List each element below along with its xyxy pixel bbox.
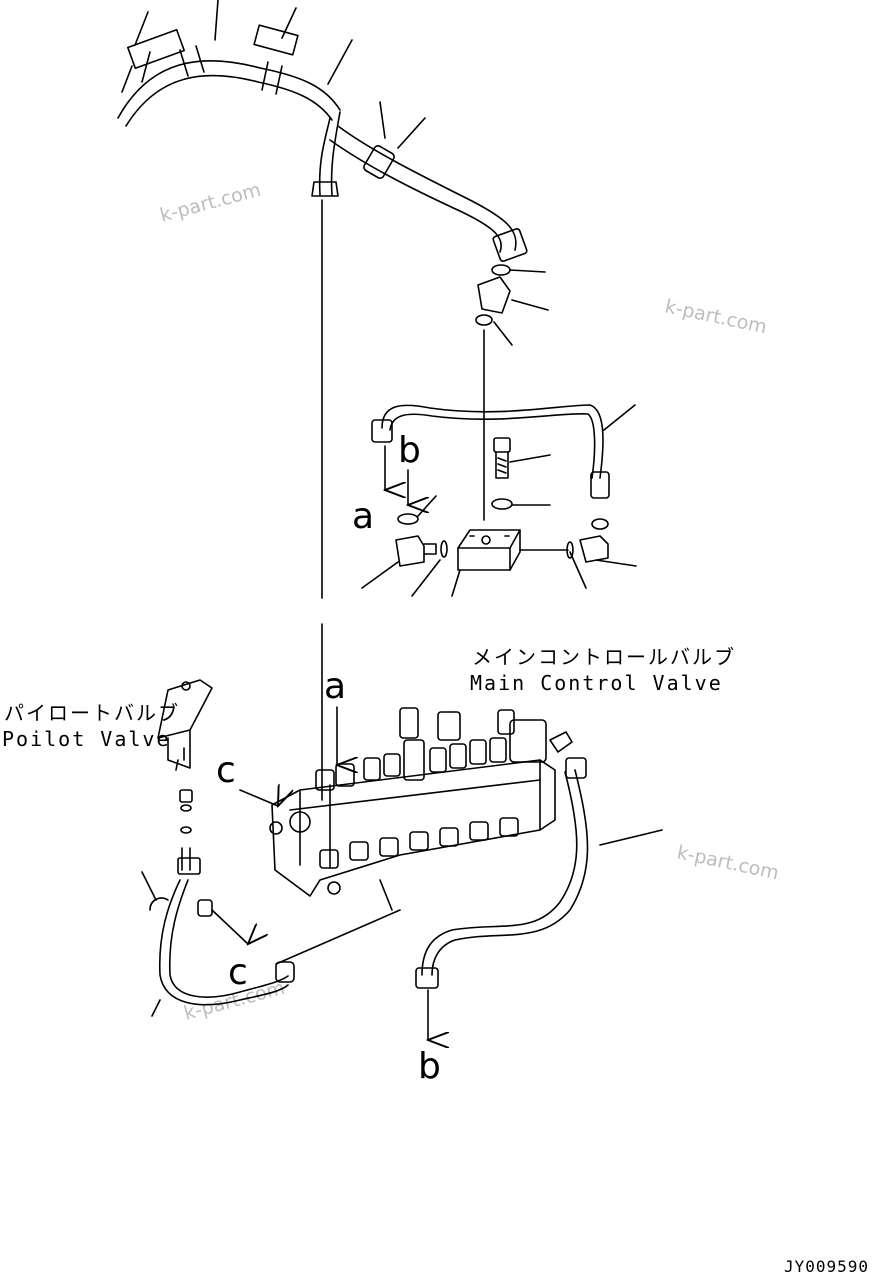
bolt-washer	[491, 437, 551, 510]
pilot-valve-label-jp: パイロートバルブ	[4, 701, 180, 725]
elbow-fitting-left	[361, 535, 609, 597]
main-valve-label-en: Main Control Valve	[470, 671, 723, 695]
upper-hose-bundle	[117, 0, 528, 262]
main-valve-hose	[415, 757, 663, 1040]
ref-letter-c: c	[228, 952, 248, 993]
watermark: k-part.com	[663, 295, 769, 338]
drawing-code: JY009590	[784, 1257, 869, 1276]
ref-letter-c: c	[216, 750, 236, 791]
manifold-block	[451, 529, 637, 597]
main-valve-label-jp: メインコントロールバルブ	[472, 645, 736, 669]
watermark: k-part.com	[158, 179, 264, 227]
watermark: k-part.com	[675, 841, 781, 884]
ref-letter-b: b	[398, 430, 421, 471]
pilot-valve-label-en: Poilot Valve	[2, 727, 171, 751]
ref-letter-b: b	[418, 1046, 441, 1087]
ref-letter-a: a	[324, 666, 346, 707]
return-hose	[371, 404, 636, 530]
elbow-fitting-upper	[475, 264, 549, 521]
main-control-valve	[239, 706, 573, 911]
pilot-valve	[141, 679, 401, 1017]
ref-letter-a: a	[352, 496, 374, 537]
